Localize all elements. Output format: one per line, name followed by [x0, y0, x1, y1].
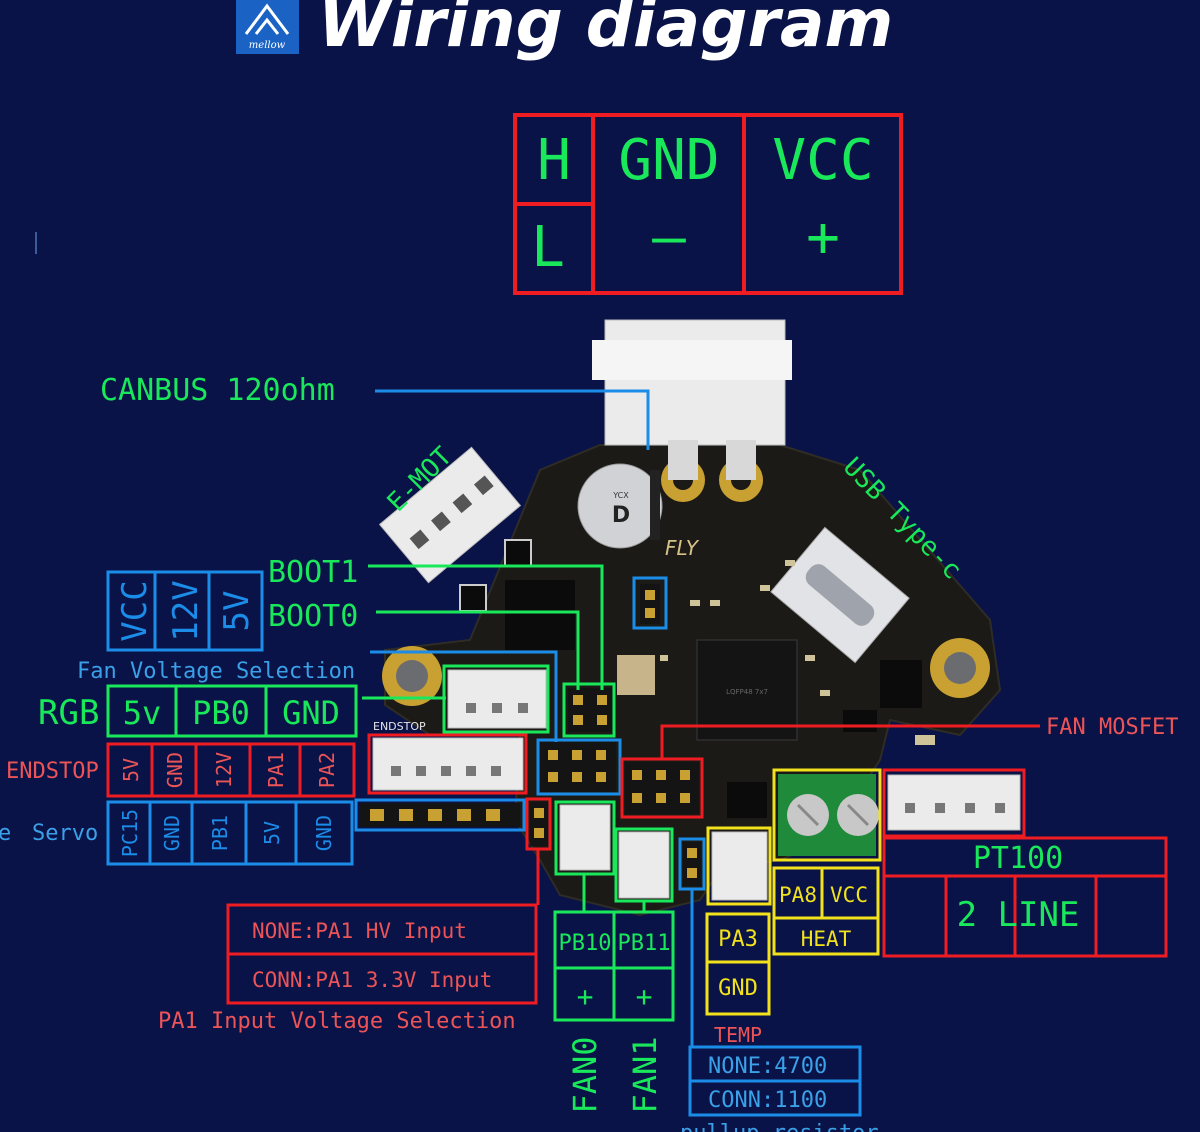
rgb-pin-5v: 5v [123, 694, 162, 732]
callout-lines [354, 389, 1040, 1047]
canbus-label: CANBUS 120ohm [100, 373, 335, 408]
fan0-polarity: + [577, 980, 594, 1013]
servo-pin-pc15: PC15 [118, 809, 142, 857]
power-gnd-label: GND [618, 128, 719, 193]
endstop-side-label: ENDSTOP [6, 759, 99, 784]
rgb-pin-gnd: GND [282, 694, 340, 732]
pa1-option-conn: CONN:PA1 3.3V Input [252, 968, 492, 992]
fan-voltage-5v: 5V [217, 591, 257, 632]
pullup-option-none: NONE:4700 [708, 1054, 827, 1079]
temp-pinout: PA3 GND TEMP [705, 912, 771, 1047]
pa1-caption: PA1 Input Voltage Selection [158, 1009, 516, 1034]
heat-pinout: PA8 VCC HEAT [772, 866, 880, 956]
temp-pin-pa3: PA3 [718, 927, 758, 952]
power-vcc-label: VCC [772, 128, 873, 193]
power-l-label: L [531, 215, 565, 280]
temp-label: TEMP [714, 1023, 762, 1047]
rgb-pin-pb0: PB0 [192, 694, 250, 732]
servo-pin-5v: 5V [260, 821, 284, 845]
boot0-label: BOOT0 [268, 599, 358, 634]
fan-pinout: PB10 PB11 + + FAN0 FAN1 [553, 874, 675, 1114]
heat-label: HEAT [801, 927, 852, 951]
fan0-pin: PB10 [559, 931, 612, 956]
endstop-pin-gnd: GND [163, 752, 187, 788]
servo-prefix: e [0, 821, 11, 846]
endstop-pinout: ENDSTOP 5V GND 12V PA1 PA2 [6, 742, 356, 798]
temp-pin-gnd: GND [718, 976, 758, 1001]
mellow-logo-mark-icon [244, 3, 290, 35]
fan-voltage-12v: 12V [166, 580, 206, 641]
page-title: Wiring diagram [318, 0, 893, 62]
svg-text:D: D [612, 503, 630, 528]
logo-text: mellow [249, 40, 286, 51]
fan-voltage-vcc: VCC [115, 580, 155, 641]
heat-pin-pa8: PA8 [779, 883, 817, 907]
pcb-board: D YCX LQFP48 7x7 FLY ENDS [360, 319, 1021, 917]
heat-pin-vcc: VCC [830, 883, 868, 907]
power-h-label: H [537, 128, 571, 193]
svg-text:YCX: YCX [612, 491, 629, 500]
fan0-label: FAN0 [566, 1036, 604, 1113]
pullup-option-conn: CONN:1100 [708, 1088, 827, 1113]
pullup-caption: pullup resistor [680, 1121, 879, 1132]
pt100-pinout: PT100 2 LINE [882, 836, 1168, 958]
fan-voltage-selector: VCC 12V 5V Fan Voltage Selection [77, 570, 355, 684]
fan1-polarity: + [636, 980, 653, 1013]
endstop-pin-12v: 12V [212, 752, 236, 788]
header: mellow Wiring diagram [236, 0, 893, 62]
endstop-pin-pa1: PA1 [264, 752, 288, 788]
fan1-label: FAN1 [626, 1036, 664, 1113]
rgb-label: RGB [38, 693, 99, 733]
servo-side-label: Servo [32, 821, 98, 846]
board-fly-label: FLY [665, 536, 700, 560]
servo-pin-gnd-1: GND [160, 815, 184, 851]
power-table: H L GND VCC — + [513, 113, 903, 295]
fan1-pin: PB11 [618, 931, 671, 956]
board-endstop-label: ENDSTOP [373, 720, 426, 733]
pullup-selector: NONE:4700 CONN:1100 pullup resistor [680, 1045, 879, 1132]
servo-pinout: e Servo PC15 GND PB1 5V GND [0, 800, 354, 866]
pt100-title: PT100 [973, 841, 1063, 876]
fan-voltage-caption: Fan Voltage Selection [77, 659, 355, 684]
servo-pin-pb1: PB1 [208, 815, 232, 851]
rgb-pinout: RGB 5v PB0 GND [38, 684, 358, 738]
endstop-pin-pa2: PA2 [315, 752, 339, 788]
power-minus-label: — [652, 205, 686, 270]
mcu-label: LQFP48 7x7 [726, 688, 768, 696]
pt100-mode: 2 LINE [957, 895, 1080, 935]
power-plus-label: + [806, 205, 840, 270]
fan-mosfet-label: FAN MOSFET [1046, 715, 1178, 740]
pa1-option-none: NONE:PA1 HV Input [252, 919, 467, 943]
pa1-voltage-selector: NONE:PA1 HV Input CONN:PA1 3.3V Input PA… [158, 903, 538, 1034]
boot1-label: BOOT1 [268, 555, 358, 590]
servo-pin-gnd-2: GND [312, 815, 336, 851]
endstop-pin-5v: 5V [119, 758, 143, 782]
